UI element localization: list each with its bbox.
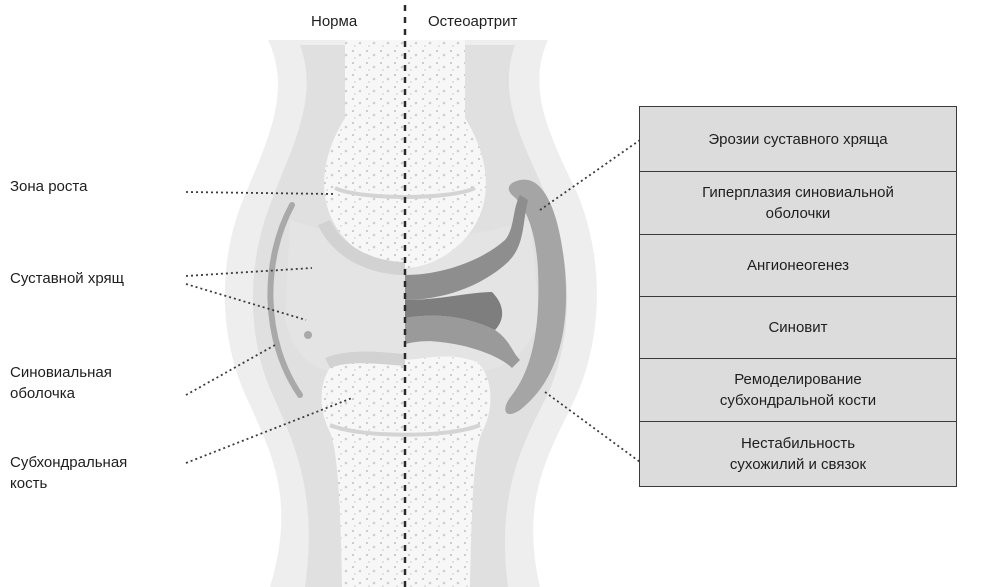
- header-osteoarthritis: Остеоартрит: [428, 13, 517, 30]
- cartilage-marker-dot: [304, 331, 312, 339]
- feature-subchondral-remodeling: Ремоделирование субхондральной кости: [640, 359, 956, 422]
- label-articular-cartilage: Суставной хрящ: [10, 268, 124, 289]
- label-synovial-membrane: Синовиальная оболочка: [10, 362, 112, 404]
- oa-features-table: Эрозии суставного хряща Гиперплазия сино…: [639, 106, 957, 487]
- feature-tendon-ligament-instability: Нестабильность сухожилий и связок: [640, 422, 956, 486]
- feature-angiogenesis: Ангионеогенез: [640, 235, 956, 297]
- header-normal: Норма: [311, 13, 357, 30]
- feature-cartilage-erosion: Эрозии суставного хряща: [640, 107, 956, 172]
- label-growth-zone: Зона роста: [10, 176, 87, 197]
- feature-synovial-hyperplasia: Гиперплазия синовиальной оболочки: [640, 172, 956, 235]
- feature-synovitis: Синовит: [640, 297, 956, 359]
- label-subchondral-bone: Субхондральная кость: [10, 452, 127, 494]
